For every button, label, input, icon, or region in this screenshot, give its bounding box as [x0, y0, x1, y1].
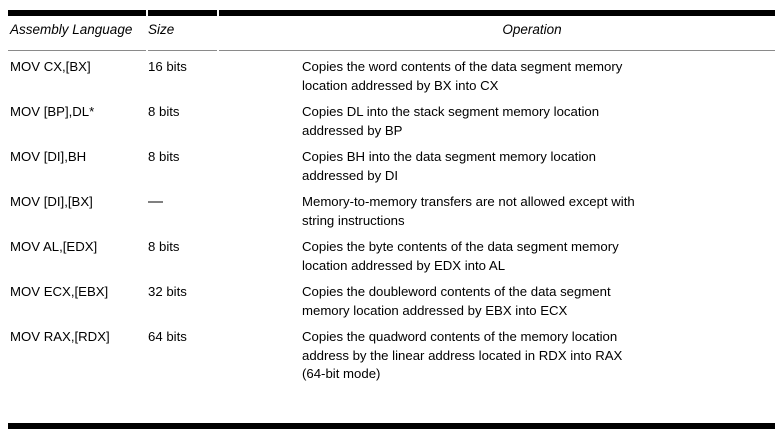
- cell-size: 8 bits: [148, 104, 180, 119]
- cell-operation: Memory-to-memory transfers are not allow…: [302, 194, 635, 228]
- cell-operation: Copies the doubleword contents of the da…: [302, 284, 611, 318]
- cell-size: 8 bits: [148, 149, 180, 164]
- column-header-size: Size: [148, 22, 175, 37]
- table-header-row: Assembly Language Size Operation: [0, 18, 784, 44]
- cell-assembly-language: MOV AL,[EDX]: [10, 239, 98, 254]
- table-row: MOV [DI],[BX] — Memory-to-memory transfe…: [0, 193, 784, 238]
- table-row: MOV AL,[EDX] 8 bits Copies the byte cont…: [0, 238, 784, 283]
- top-rule-notch-b: [217, 10, 219, 16]
- table-row: MOV ECX,[EBX] 32 bits Copies the doublew…: [0, 283, 784, 328]
- column-header-assembly-language: Assembly Language: [10, 22, 133, 37]
- cell-operation: Copies DL into the stack segment memory …: [302, 104, 600, 138]
- cell-operation: Copies the word contents of the data seg…: [302, 59, 623, 93]
- cell-size: 16 bits: [148, 59, 187, 74]
- cell-assembly-language: MOV ECX,[EBX]: [10, 284, 109, 299]
- column-header-operation: Operation: [502, 22, 562, 37]
- cell-operation: Copies BH into the data segment memory l…: [302, 149, 596, 183]
- table-bottom-rule: [8, 423, 775, 429]
- table-top-rule: [8, 10, 775, 16]
- cell-assembly-language: MOV CX,[BX]: [10, 59, 91, 74]
- cell-size: —: [148, 193, 163, 210]
- table-row: MOV RAX,[RDX] 64 bits Copies the quadwor…: [0, 328, 784, 392]
- table-row: MOV [BP],DL* 8 bits Copies DL into the s…: [0, 103, 784, 148]
- header-rule-notch-a: [146, 50, 148, 51]
- table-body: MOV CX,[BX] 16 bits Copies the word cont…: [0, 58, 784, 392]
- cell-operation: Copies the quadword contents of the memo…: [302, 329, 623, 382]
- cell-size: 32 bits: [148, 284, 187, 299]
- table-header-rule: [8, 50, 775, 51]
- cell-assembly-language: MOV [DI],[BX]: [10, 194, 93, 209]
- cell-assembly-language: MOV [BP],DL*: [10, 104, 95, 119]
- top-rule-notch-a: [146, 10, 148, 16]
- header-rule-notch-b: [217, 50, 219, 51]
- table-row: MOV [DI],BH 8 bits Copies BH into the da…: [0, 148, 784, 193]
- table-row: MOV CX,[BX] 16 bits Copies the word cont…: [0, 58, 784, 103]
- cell-size: 8 bits: [148, 239, 180, 254]
- cell-operation: Copies the byte contents of the data seg…: [302, 239, 619, 273]
- cell-assembly-language: MOV RAX,[RDX]: [10, 329, 110, 344]
- cell-size: 64 bits: [148, 329, 187, 344]
- cell-assembly-language: MOV [DI],BH: [10, 149, 87, 164]
